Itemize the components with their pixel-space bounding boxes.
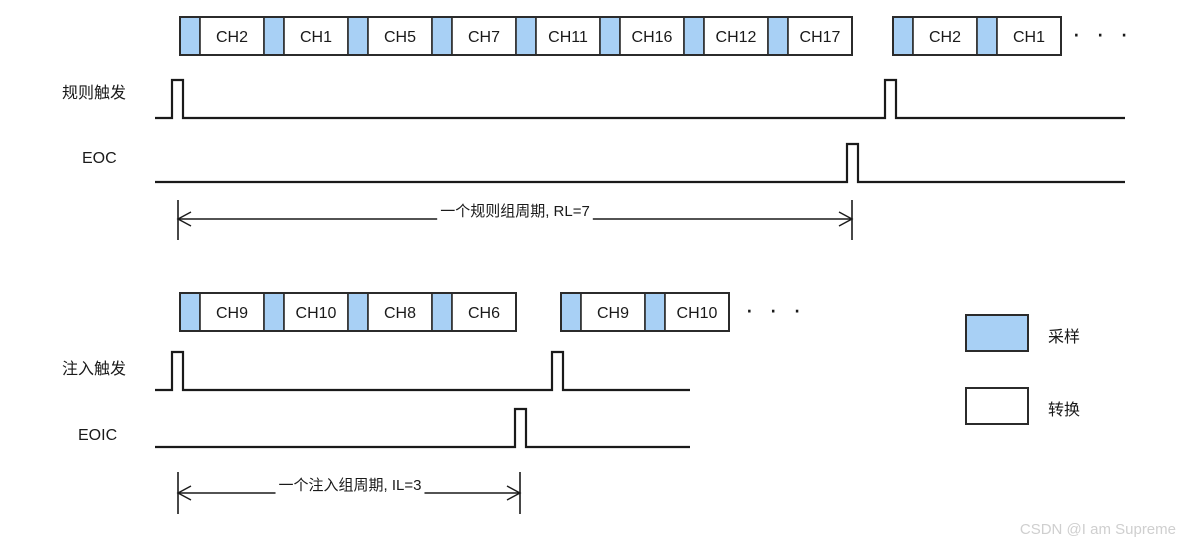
sequence-continues-ellipsis: · · ·: [745, 294, 805, 324]
channel-group-frame: [179, 16, 853, 56]
legend-label: 转换: [1048, 401, 1080, 419]
signal-label: EOIC: [78, 427, 117, 444]
channel-label: CH2: [216, 29, 248, 46]
channel-label: CH9: [216, 305, 248, 322]
measure-label: 一个注入组周期, IL=3: [279, 477, 422, 494]
sample-cell: [179, 292, 201, 332]
sample-cell: [347, 16, 369, 56]
measure-annotation-layer: 一个规则组周期, RL=7 一个注入组周期, IL=3: [176, 200, 854, 514]
channel-label: CH6: [468, 305, 500, 322]
signal-label: 规则触发: [62, 84, 126, 102]
channel-label: CH1: [1013, 29, 1045, 46]
measure-arrowhead-right: [838, 211, 854, 227]
signal-waveform-path: [155, 142, 1125, 184]
convert-cell: [912, 16, 978, 56]
channel-label: CH11: [548, 29, 588, 46]
legend-swatch-convert: [965, 387, 1029, 425]
channel-group-frame: [560, 292, 730, 332]
channel-label: CH12: [716, 29, 757, 46]
sequence-continues-ellipsis: · · ·: [1072, 18, 1132, 48]
convert-cell: [199, 16, 265, 56]
signal-eoic: EOIC: [78, 407, 690, 449]
sample-cell: [560, 292, 582, 332]
signal-eoc: EOC: [82, 142, 1125, 184]
channel-label: CH8: [384, 305, 416, 322]
channel-label: CH5: [384, 29, 416, 46]
channel-group-frame: [179, 292, 517, 332]
channel-track-injected-sequence: CH9 CH10 CH8 CH6 CH9 CH10 · · ·: [179, 292, 805, 332]
channel-label: CH10: [677, 305, 718, 322]
signal-waveform-path: [155, 350, 690, 392]
measure-arrowhead-left: [176, 485, 192, 501]
legend-convert: 转换: [965, 387, 1080, 425]
sample-cell: [599, 16, 621, 56]
channel-label: CH16: [632, 29, 673, 46]
channel-track-regular-sequence: CH2 CH1 CH5 CH7 CH11 CH16 CH12 CH17 CH2 CH1 · · ·: [179, 16, 1132, 56]
measure-injected-group-period: 一个注入组周期, IL=3: [176, 472, 522, 514]
measure-arrowhead-left: [176, 211, 192, 227]
measure-label-backdrop: [275, 476, 425, 495]
channel-label: CH1: [300, 29, 332, 46]
sample-cell: [644, 292, 666, 332]
convert-cell: [619, 16, 685, 56]
channel-label: CH7: [468, 29, 500, 46]
convert-cell: [283, 292, 349, 332]
signal-waveform-layer: 规则触发 EOC 注入触发 EOIC: [62, 78, 1125, 449]
signal-waveform-path: [155, 407, 690, 449]
sample-cell: [683, 16, 705, 56]
watermark: CSDN @I am Supreme: [1019, 521, 1176, 538]
channel-group: CH9 CH10: [560, 292, 730, 332]
signal-label: EOC: [82, 150, 117, 167]
sample-cell: [431, 292, 453, 332]
channel-label: CH10: [296, 305, 337, 322]
sample-cell: [431, 16, 453, 56]
sample-cell: [892, 16, 914, 56]
channel-label: CH17: [800, 29, 841, 46]
signal-regular-trigger: 规则触发: [62, 78, 1125, 120]
sample-cell: [347, 292, 369, 332]
sample-cell: [179, 16, 201, 56]
channel-group: CH2 CH1: [892, 16, 1062, 56]
channel-group: CH9 CH10 CH8 CH6: [179, 292, 517, 332]
sample-cell: [263, 16, 285, 56]
sample-cell: [976, 16, 998, 56]
measure-regular-group-period: 一个规则组周期, RL=7: [176, 200, 854, 240]
channel-group: CH2 CH1 CH5 CH7 CH11 CH16 CH12 CH17: [179, 16, 853, 56]
measure-label-backdrop: [437, 202, 593, 221]
signal-waveform-path: [155, 78, 1125, 120]
legend-label: 采样: [1048, 328, 1080, 346]
measure-label: 一个规则组周期, RL=7: [440, 203, 590, 220]
convert-cell: [787, 16, 853, 56]
channel-label: CH9: [597, 305, 629, 322]
channel-group-frame: [892, 16, 1062, 56]
signal-injected-trigger: 注入触发: [62, 350, 690, 392]
measure-arrowhead-right: [506, 485, 522, 501]
legend-swatch-sample: [965, 314, 1029, 352]
sample-cell: [767, 16, 789, 56]
sample-cell: [515, 16, 537, 56]
signal-label: 注入触发: [62, 360, 126, 378]
legend-sample: 采样: [965, 314, 1080, 352]
channel-label: CH2: [929, 29, 961, 46]
sample-cell: [263, 292, 285, 332]
